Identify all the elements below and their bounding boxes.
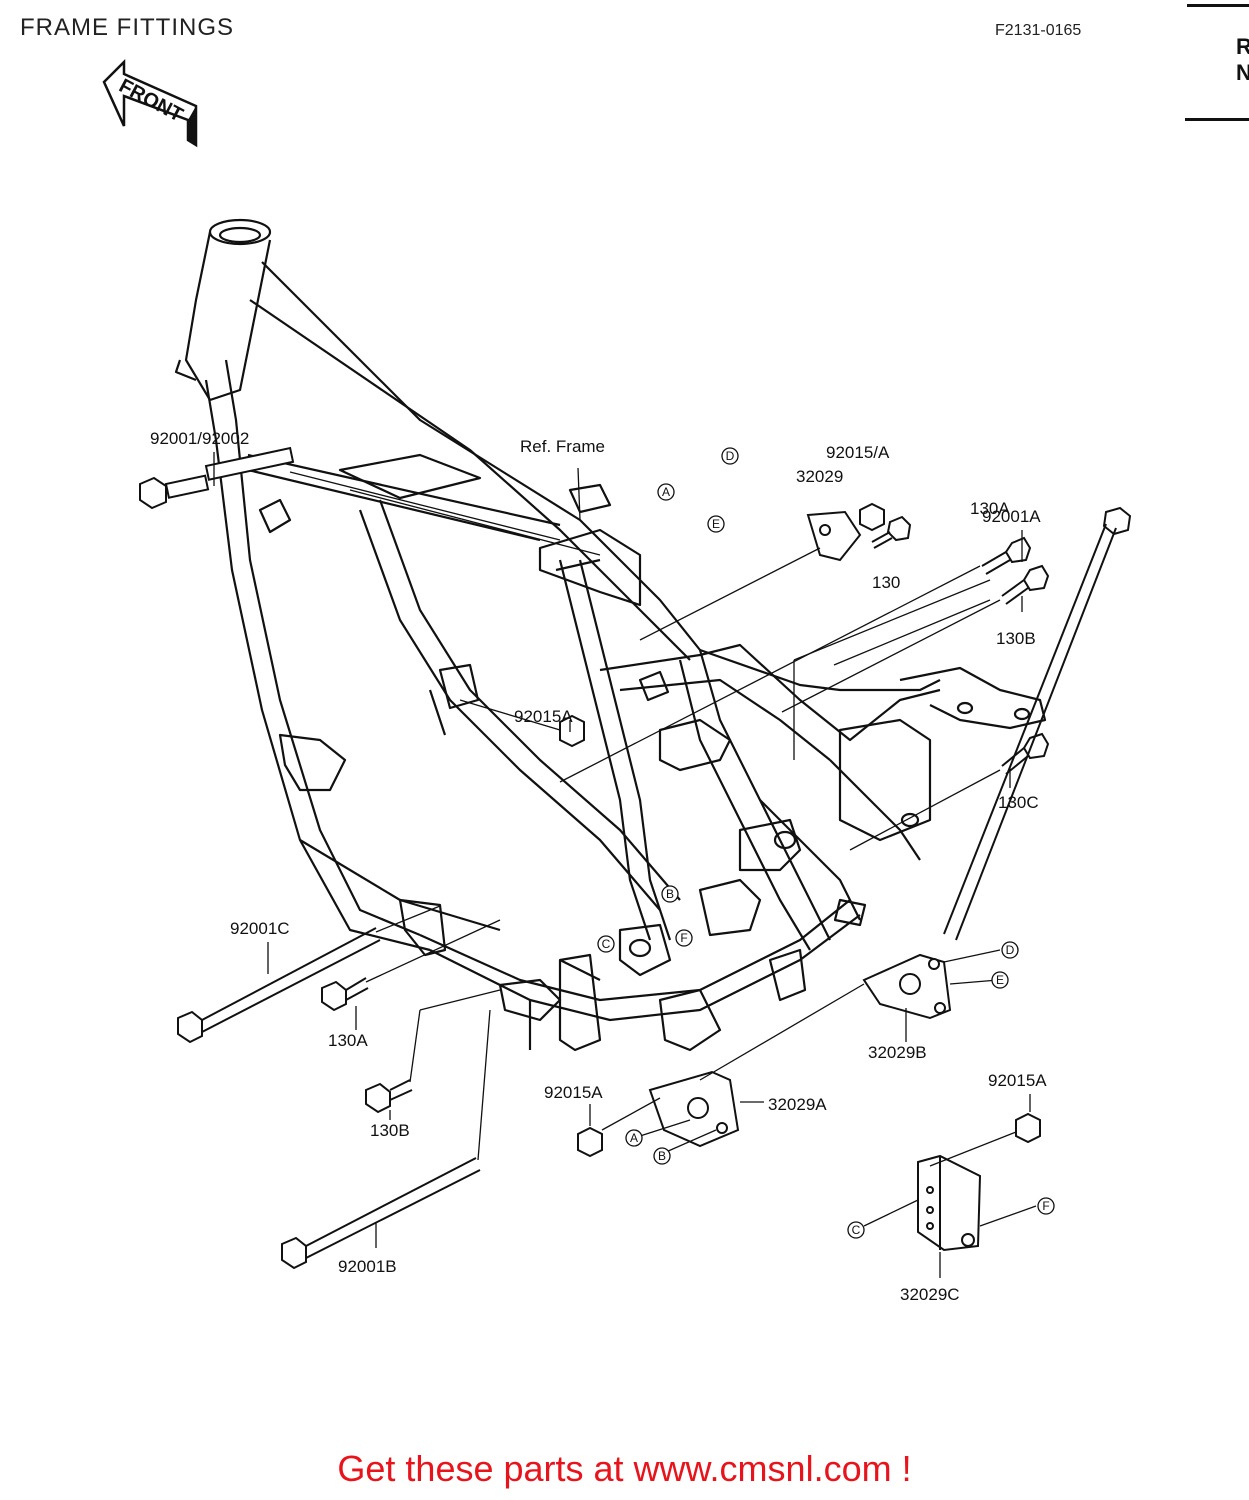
motorcycle-frame <box>174 218 1047 1052</box>
nut-92015a-mid-icon <box>559 714 585 748</box>
label-130b-right: 130B <box>996 629 1036 648</box>
svg-text:B: B <box>666 887 674 901</box>
label-92015a-mid: 92015A <box>514 707 573 726</box>
sidebar-letter-bottom: N <box>1236 60 1249 85</box>
nut-92015a-top-icon <box>859 502 885 532</box>
circle-ref-e-upper: E <box>707 515 725 533</box>
label-92001-92002: 92001/92002 <box>150 429 249 448</box>
svg-text:D: D <box>726 449 735 463</box>
sidebar-divider-top <box>1187 4 1249 7</box>
circle-ref-c-lower: C <box>847 1221 865 1239</box>
bolt-130-top-icon <box>871 515 912 549</box>
label-130-top: 130 <box>872 573 900 592</box>
circle-ref-a-upper: A <box>657 483 675 501</box>
sidebar-letter-top: R <box>1236 34 1249 59</box>
bolt-92001a-icon <box>943 506 1132 941</box>
label-32029c: 32029C <box>900 1285 960 1304</box>
plate-32029a <box>648 1070 740 1148</box>
svg-text:C: C <box>852 1223 861 1237</box>
plate-32029b <box>862 953 952 1020</box>
label-130a-right: 130A <box>970 499 1010 518</box>
svg-text:A: A <box>662 485 670 499</box>
circle-ref-c-upper: C <box>597 935 615 953</box>
label-92015a-lower: 92015A <box>544 1083 603 1102</box>
label-92001b: 92001B <box>338 1257 397 1276</box>
svg-text:D: D <box>1006 943 1015 957</box>
label-ref-frame: Ref. Frame <box>520 437 605 456</box>
bolt-92001-92002-icon <box>139 446 295 510</box>
svg-text:F: F <box>680 931 687 945</box>
label-130c: 130C <box>998 793 1039 812</box>
plate-32029c <box>917 1154 982 1252</box>
bolt-92001c-icon <box>177 927 381 1044</box>
diagram-code: F2131-0165 <box>995 22 1082 39</box>
label-92001c: 92001C <box>230 919 290 938</box>
circle-ref-a-lower: A <box>625 1129 643 1147</box>
circle-refs: A B C D E F D E A B C F <box>597 447 1055 1239</box>
bolt-130a-right-icon <box>981 536 1032 575</box>
circle-ref-d-upper: D <box>721 447 739 465</box>
page-title: FRAME FITTINGS <box>20 14 234 41</box>
nut-92015a-right-icon <box>1015 1112 1041 1144</box>
nut-92015a-lower-icon <box>577 1126 603 1158</box>
bolt-130a-left-icon <box>321 977 369 1012</box>
label-92001a: 92001A <box>982 507 1041 526</box>
footer-promo-link[interactable]: Get these parts at www.cmsnl.com ! <box>337 1448 912 1489</box>
svg-text:A: A <box>630 1131 638 1145</box>
bolt-130b-right-icon <box>1001 564 1050 605</box>
label-32029b: 32029B <box>868 1043 927 1062</box>
part-labels: Ref. Frame 92015/A 32029 130 130A 130B 1… <box>150 429 1047 1304</box>
label-32029a: 32029A <box>768 1095 827 1114</box>
plate-32029 <box>806 510 862 562</box>
bolt-130b-left-icon <box>365 1079 413 1114</box>
circle-ref-d-lower: D <box>1001 941 1019 959</box>
circle-ref-f-lower: F <box>1037 1197 1055 1215</box>
front-arrow-icon: FRONT <box>102 58 198 148</box>
svg-text:E: E <box>996 973 1004 987</box>
svg-text:C: C <box>602 937 611 951</box>
circle-ref-e-lower: E <box>991 971 1009 989</box>
circle-ref-b-lower: B <box>653 1147 671 1165</box>
bolt-92001b-icon <box>281 1157 481 1270</box>
svg-text:B: B <box>658 1149 666 1163</box>
circle-ref-b-upper: B <box>661 885 679 903</box>
leader-lines <box>213 452 1037 1278</box>
label-92015-a-top: 92015/A <box>826 443 890 462</box>
label-92015a-right: 92015A <box>988 1071 1047 1090</box>
label-130b-left: 130B <box>370 1121 410 1140</box>
exploded-parts <box>139 446 1132 1270</box>
label-130a-left: 130A <box>328 1031 368 1050</box>
svg-text:E: E <box>712 517 720 531</box>
circle-ref-f-upper: F <box>675 929 693 947</box>
sidebar-divider-mid <box>1185 118 1249 121</box>
front-arrow-label: FRONT <box>115 75 186 127</box>
svg-text:F: F <box>1042 1199 1049 1213</box>
label-32029: 32029 <box>796 467 843 486</box>
